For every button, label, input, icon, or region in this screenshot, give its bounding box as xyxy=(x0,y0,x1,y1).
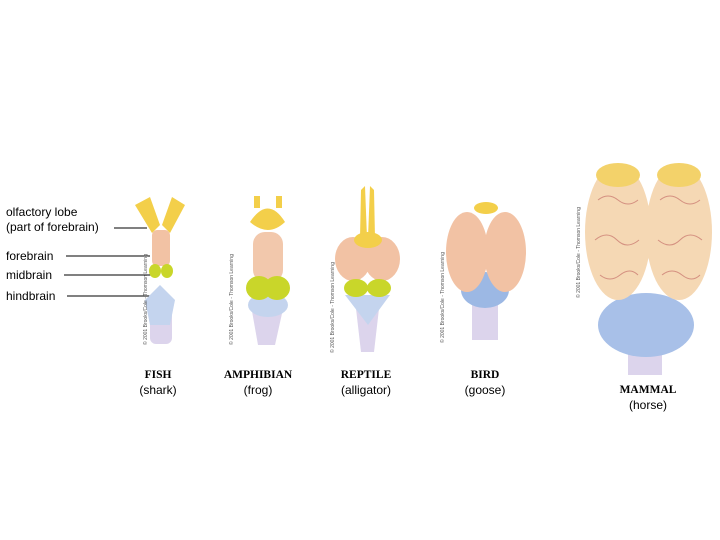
copyright-bird: © 2001 Brooks/Cole - Thomson Learning xyxy=(440,252,446,343)
label-forebrain: forebrain xyxy=(6,249,54,263)
copyright-fish: © 2001 Brooks/Cole - Thomson Learning xyxy=(143,254,149,345)
label-olfactory-note: (part of forebrain) xyxy=(6,220,99,234)
mammal-brain xyxy=(585,163,712,375)
caption-example: (goose) xyxy=(464,383,506,397)
caption-mammal: MAMMAL (horse) xyxy=(588,383,708,413)
caption-group: REPTILE xyxy=(340,369,392,381)
caption-example: (horse) xyxy=(628,398,667,412)
label-olfactory-lobe: olfactory lobe xyxy=(6,205,78,219)
caption-reptile: REPTILE (alligator) xyxy=(306,368,426,398)
bird-brain xyxy=(446,202,526,340)
copyright-reptile: © 2001 Brooks/Cole - Thomson Learning xyxy=(330,262,336,353)
caption-example: (alligator) xyxy=(340,383,391,397)
caption-example: (shark) xyxy=(139,383,177,397)
label-hindbrain: hindbrain xyxy=(6,289,56,303)
caption-group: BIRD xyxy=(470,369,500,381)
caption-example: (frog) xyxy=(243,383,273,397)
reptile-brain xyxy=(335,186,400,352)
caption-group: MAMMAL xyxy=(619,384,677,396)
amphibian-brain xyxy=(246,196,290,345)
copyright-mammal: © 2001 Brooks/Cole - Thomson Learning xyxy=(576,207,582,298)
caption-amphibian: AMPHIBIAN (frog) xyxy=(198,368,318,398)
caption-group: AMPHIBIAN xyxy=(223,369,293,381)
caption-group: FISH xyxy=(144,369,172,381)
leader-lines xyxy=(64,227,165,297)
copyright-amphibian: © 2001 Brooks/Cole - Thomson Learning xyxy=(229,254,235,345)
label-midbrain: midbrain xyxy=(6,268,53,282)
caption-fish: FISH (shark) xyxy=(98,368,218,398)
caption-bird: BIRD (goose) xyxy=(425,368,545,398)
fish-brain xyxy=(135,197,185,344)
